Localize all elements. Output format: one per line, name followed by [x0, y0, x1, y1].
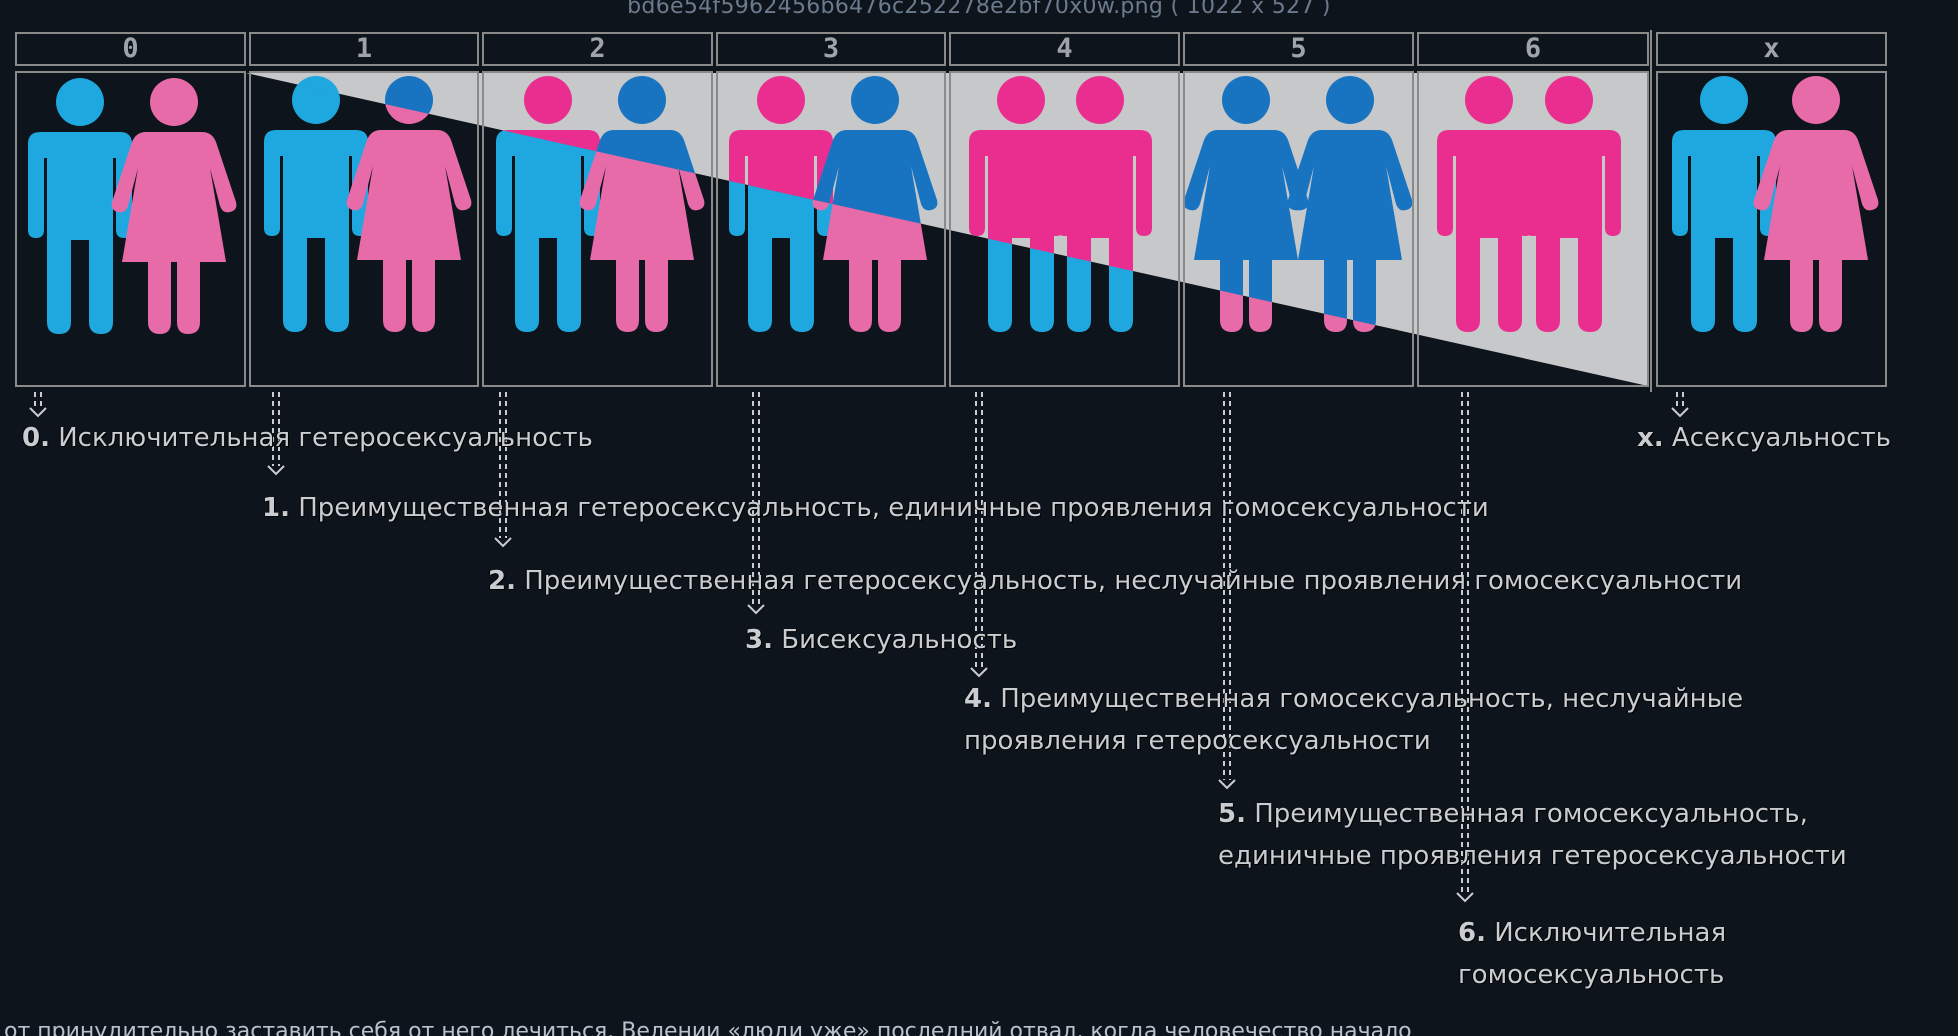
header-strip: [15, 32, 1887, 66]
header-col-4: 4: [1056, 33, 1073, 64]
header-col-5: 5: [1290, 33, 1307, 64]
cut-off-page-text: от принудительно заставить себя от него …: [4, 1019, 1412, 1036]
image-title: bd6e54f5962456b6476c252278e2bf70x0w.png …: [627, 0, 1331, 19]
header-col-x: x: [1763, 33, 1780, 64]
header-col-3: 3: [822, 33, 840, 64]
description-5: 5. Преимущественная гомосексуальность, е…: [1218, 799, 1847, 871]
description-0: 0. Исключительная гетеросексуальность: [22, 423, 593, 453]
kinsey-scale-graphic: [15, 30, 1887, 392]
header-col-1: 1: [355, 33, 373, 64]
description-2: 2. Преимущественная гетеросексуальность,…: [488, 566, 1743, 596]
header-col-2: 2: [589, 33, 606, 64]
header-col-0: 0: [122, 33, 139, 64]
description-4: 4. Преимущественная гомосексуальность, н…: [964, 684, 1744, 756]
description-x: x. Асексуальность: [1637, 423, 1891, 453]
description-6: 6. Исключительная гомосексуальность: [1458, 918, 1727, 990]
description-1: 1. Преимущественная гетеросексуальность,…: [262, 493, 1489, 523]
description-3: 3. Бисексуальность: [745, 625, 1018, 655]
kinsey-scale-panel: 0 1 2 3 4 5 6 x: [14, 30, 1892, 394]
panel-frames: [15, 30, 1887, 392]
header-col-6: 6: [1524, 33, 1542, 64]
